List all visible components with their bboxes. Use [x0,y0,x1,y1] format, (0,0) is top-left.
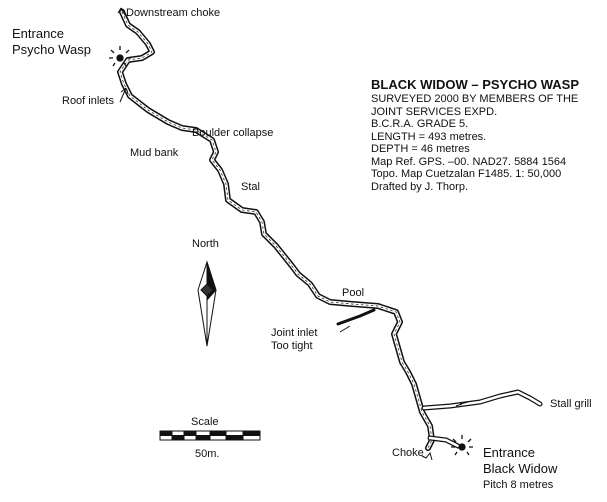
entrance-marker-psycho-wasp [109,46,131,67]
label-north: North [192,238,219,250]
label-roof-inlets: Roof inlets [62,95,114,107]
info-line-expedition: JOINT SERVICES EXPD. [371,105,498,118]
info-line-drafted: Drafted by J. Thorp. [371,180,469,193]
label-joint-inlet-1: Joint inlet [271,327,318,339]
info-line-map-ref: Map Ref. GPS. –00. NAD27. 5884 1564 [371,155,567,168]
label-joint-inlet-2: Too tight [271,340,313,352]
map-title: BLACK WIDOW – PSYCHO WASP [371,77,580,92]
label-entrance-black-widow-1: Entrance [483,445,536,460]
north-arrow [197,260,217,347]
cave-passage [117,9,543,451]
info-line-depth: DEPTH = 46 metres [371,143,470,155]
label-entrance-black-widow-2: Black Widow [483,461,558,476]
entrance-marker-black-widow [451,435,473,456]
label-entrance-psycho-wasp-2: Psycho Wasp [12,42,91,57]
label-downstream-choke: Downstream choke [126,7,221,19]
label-stal: Stal [241,181,260,193]
label-boulder-collapse: Boulder collapse [192,127,274,139]
label-scale-value: 50m. [195,448,220,460]
label-entrance-psycho-wasp-1: Entrance [12,26,65,41]
label-stall-grill: Stall grill [550,398,592,410]
label-pitch: Pitch 8 metres [483,479,554,491]
label-pool: Pool [342,287,365,299]
scale-bar [159,430,261,441]
flow-arrows [117,7,469,461]
label-mud-bank: Mud bank [130,147,179,159]
info-line-grade: B.C.R.A. GRADE 5. [371,118,469,130]
survey-info-block: BLACK WIDOW – PSYCHO WASP SURVEYED 2000 … [371,77,579,193]
label-scale: Scale [191,416,219,428]
info-line-length: LENGTH = 493 metres. [371,130,487,143]
info-line-topo-map: Topo. Map Cuetzalan F1485. 1: 50,000 [371,168,562,180]
info-line-surveyed: SURVEYED 2000 BY MEMBERS OF THE [371,93,579,105]
label-choke: Choke [392,447,424,459]
